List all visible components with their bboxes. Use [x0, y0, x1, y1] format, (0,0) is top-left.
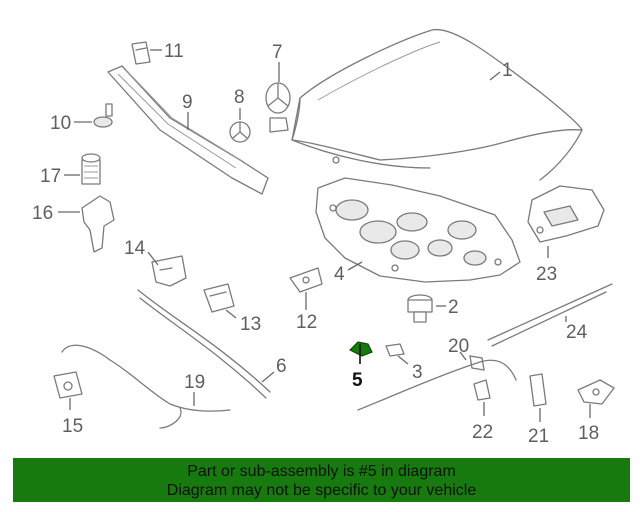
banner-line-2: Diagram may not be specific to your vehi…	[166, 482, 477, 499]
callout-23: 23	[536, 264, 557, 285]
callout-13: 13	[240, 314, 261, 335]
latch-lower-part	[203, 283, 237, 319]
callout-10: 10	[50, 113, 71, 134]
hood-hinge-part	[527, 185, 605, 258]
callout-18: 18	[578, 423, 599, 444]
bracket-part	[53, 371, 83, 410]
mount-part	[577, 379, 615, 418]
callout-12: 12	[296, 312, 317, 333]
callout-14: 14	[124, 238, 146, 259]
callout-24: 24	[566, 322, 588, 343]
star-emblem-part	[265, 62, 291, 133]
callout-11: 11	[164, 41, 184, 62]
highlighted-plug-part	[348, 341, 373, 364]
callout-15: 15	[62, 416, 83, 437]
callout-22: 22	[472, 422, 493, 443]
callout-4: 4	[334, 264, 345, 285]
weatherstrip-part	[137, 289, 275, 399]
bumper-stop-part	[74, 103, 113, 128]
callout-17: 17	[40, 166, 61, 187]
callout-21: 21	[528, 426, 549, 447]
callout-3: 3	[412, 362, 423, 383]
leader-4	[347, 261, 363, 271]
gas-strut-part	[487, 283, 613, 347]
latch-part	[147, 251, 187, 287]
callout-8: 8	[234, 87, 245, 108]
info-banner: Part or sub-assembly is #5 in diagram Di…	[13, 458, 630, 502]
plug-part	[385, 343, 409, 365]
callout-20: 20	[448, 336, 469, 357]
parts-diagram: 1 2 3 4 5 6 7 8 9 10 11 12 13 14 15 16 1…	[32, 28, 615, 447]
hood-part	[291, 28, 583, 181]
leader-1	[489, 71, 501, 81]
badge-part	[229, 108, 251, 143]
hood-bracket-part	[529, 373, 547, 422]
hinge-bracket-part	[58, 195, 115, 253]
cable-part	[357, 351, 517, 411]
callout-5: 5	[352, 370, 363, 391]
release-handle-part	[289, 267, 323, 310]
cable-clip-part	[473, 379, 491, 416]
hood-insulation-part	[315, 177, 521, 283]
clip-part	[131, 41, 162, 65]
callout-19: 19	[184, 372, 205, 393]
banner-line-1: Part or sub-assembly is #5 in diagram	[187, 463, 456, 480]
callout-9: 9	[182, 92, 193, 113]
spring-buffer-part	[64, 153, 101, 185]
callout-16: 16	[32, 203, 53, 224]
callout-7: 7	[272, 42, 283, 63]
release-cable-part	[61, 344, 231, 429]
callout-1: 1	[502, 60, 513, 81]
callout-6: 6	[276, 356, 287, 377]
callout-2: 2	[448, 297, 459, 318]
seal-strip-part	[107, 65, 269, 195]
bumper-part	[407, 294, 446, 323]
